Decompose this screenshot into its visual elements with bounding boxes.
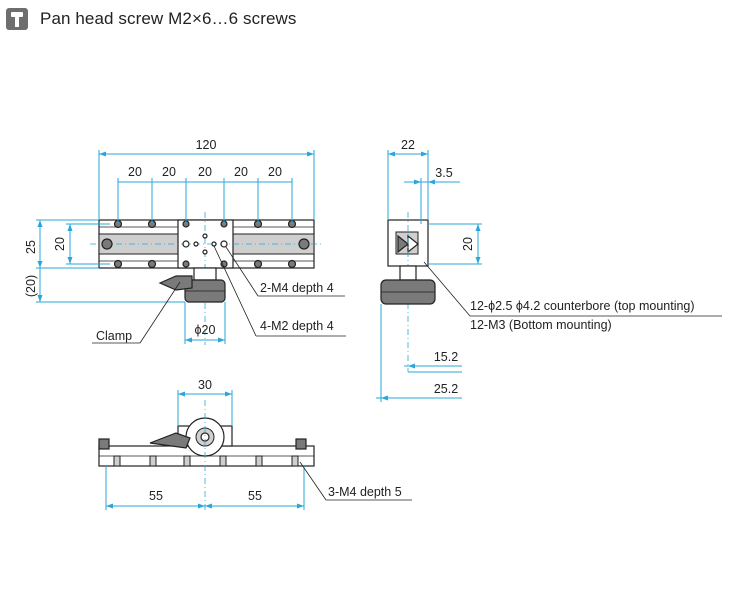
dim-dist-15-2: 15.2 bbox=[434, 350, 458, 364]
side-view-callouts: 12-ϕ2.5 ϕ4.2 counterbore (top mounting) … bbox=[423, 261, 722, 332]
side-view bbox=[380, 212, 436, 372]
dim-offset-3-5: 3.5 bbox=[435, 166, 452, 180]
top-view bbox=[90, 212, 322, 345]
callout-clamp: Clamp bbox=[96, 329, 132, 343]
callout-m4-depth4: 2-M4 depth 4 bbox=[260, 281, 334, 295]
dim-knob-diameter: ϕ20 bbox=[195, 323, 216, 337]
clamp-lever bbox=[158, 275, 193, 291]
front-view-callouts: 3-M4 depth 5 bbox=[299, 461, 412, 501]
dim-height-25: 25 bbox=[24, 240, 38, 254]
side-view-dimensions: 22 3.5 20 15.2 25.2 bbox=[376, 138, 482, 402]
dim-pitch-4: 20 bbox=[234, 165, 248, 179]
dim-pitch-3: 20 bbox=[198, 165, 212, 179]
dim-pitch-1: 20 bbox=[128, 165, 142, 179]
callout-m4-depth5: 3-M4 depth 5 bbox=[328, 485, 402, 499]
screw-icon bbox=[6, 8, 28, 30]
dim-span-55-right: 55 bbox=[248, 489, 262, 503]
dim-span-55-left: 55 bbox=[149, 489, 163, 503]
dim-total-length: 120 bbox=[196, 138, 217, 152]
screw-head bbox=[101, 238, 113, 250]
dim-knob-30: 30 bbox=[198, 378, 212, 392]
callout-counterbore: 12-ϕ2.5 ϕ4.2 counterbore (top mounting) bbox=[470, 299, 695, 313]
bottom-holes bbox=[113, 455, 299, 467]
screw-head bbox=[298, 238, 310, 250]
front-clamp bbox=[149, 432, 191, 449]
front-view bbox=[98, 400, 315, 510]
page-title: Pan head screw M2×6…6 screws bbox=[40, 9, 297, 28]
dim-dist-25-2: 25.2 bbox=[434, 382, 458, 396]
m4-hole bbox=[182, 240, 190, 248]
dim-height-20-left: 20 bbox=[53, 237, 67, 251]
top-view-dimensions: 120 20 20 20 20 20 25 20 (20) ϕ20 bbox=[24, 138, 315, 344]
callout-bottom-mount: 12-M3 (Bottom mounting) bbox=[470, 318, 612, 332]
top-view-callouts: 2-M4 depth 4 4-M2 depth 4 Clamp bbox=[92, 245, 346, 344]
dim-pitch-5: 20 bbox=[268, 165, 282, 179]
header: Pan head screw M2×6…6 screws bbox=[6, 6, 297, 32]
knob-stem bbox=[193, 267, 217, 281]
dim-pitch-2: 20 bbox=[162, 165, 176, 179]
dim-width-22: 22 bbox=[401, 138, 415, 152]
dim-height-ref: (20) bbox=[24, 275, 38, 297]
dim-height-20-right: 20 bbox=[461, 237, 475, 251]
front-view-dimensions: 30 55 55 bbox=[105, 378, 305, 510]
m4-hole bbox=[220, 240, 228, 248]
callout-m2-depth4: 4-M2 depth 4 bbox=[260, 319, 334, 333]
